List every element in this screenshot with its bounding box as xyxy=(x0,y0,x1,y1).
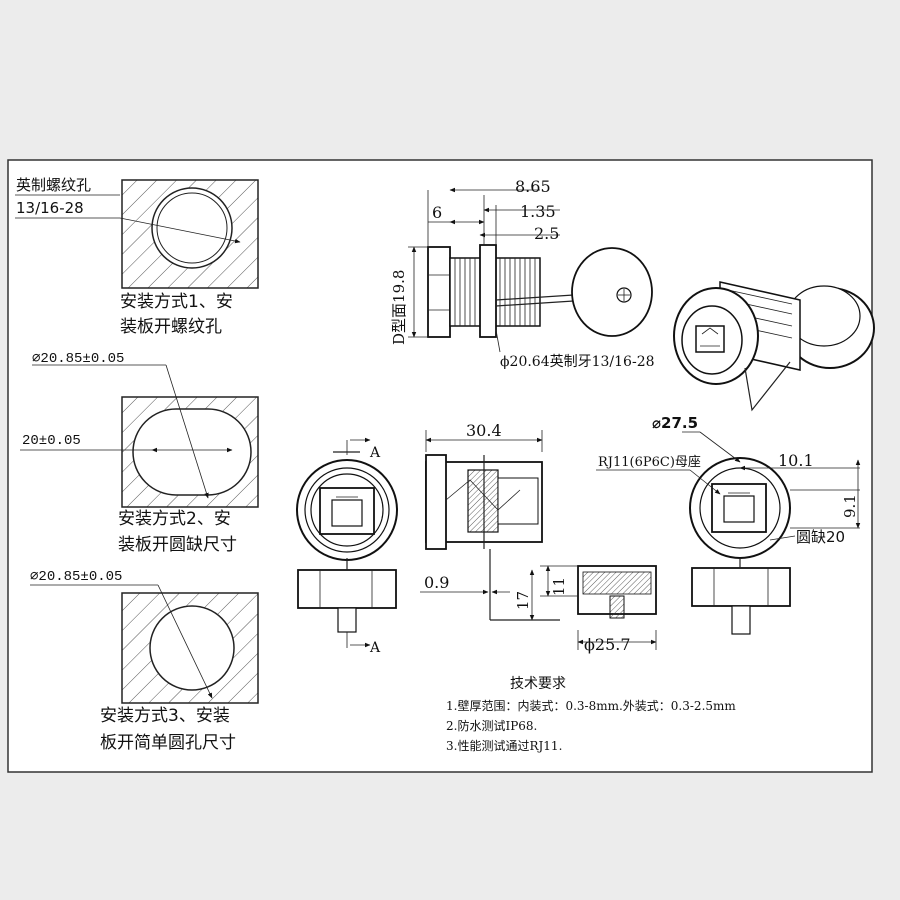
dim-11: 11 xyxy=(550,577,568,596)
tech-item-2: 2.防水测试IP68. xyxy=(446,718,537,733)
section-mark-a-bottom: A xyxy=(369,640,381,656)
simple-hole xyxy=(149,605,235,691)
mount-method-2: ⌀20.85±0.05 20±0.05 安装方式2、安 装板开圆缺尺寸 xyxy=(20,351,259,555)
dim-30-4: 30.4 xyxy=(466,421,502,440)
notch-label: 圆缺20 xyxy=(796,528,845,546)
tech-item-1: 1.壁厚范围：内装式：0.3-8mm.外装式：0.3-2.5mm xyxy=(446,698,736,713)
method2-width: 20±0.05 xyxy=(22,433,81,449)
method2-text-line2: 装板开圆缺尺寸 xyxy=(118,535,237,555)
method1-text-line1: 安装方式1、安 xyxy=(120,292,233,312)
dim-0-9: 0.9 xyxy=(424,573,449,592)
rj11-jack-rear xyxy=(711,483,767,533)
notched-hole xyxy=(132,408,252,496)
method2-text-line1: 安装方式2、安 xyxy=(118,509,231,529)
thread-hole xyxy=(151,187,233,269)
d-face-dimension: D型面19.8 xyxy=(390,270,408,345)
dim-10-1: 10.1 xyxy=(778,451,814,470)
dust-cap xyxy=(571,247,653,337)
dim-27-5: ⌀27.5 xyxy=(652,414,698,432)
dim-2-5: 2.5 xyxy=(534,224,559,243)
cap-bottom xyxy=(297,569,397,609)
thread-lines xyxy=(454,258,536,326)
rj11-label: RJ11(6P6C)母座 xyxy=(598,455,701,470)
thread-spec-label: ϕ20.64英制牙13/16-28 xyxy=(500,353,655,370)
tech-item-3: 3.性能测试通过RJ11. xyxy=(446,738,562,753)
method3-text-line2: 板开简单圆孔尺寸 xyxy=(100,733,236,753)
thread-hole-title: 英制螺纹孔 xyxy=(16,176,91,194)
method1-text-line2: 装板开螺纹孔 xyxy=(120,317,222,337)
dim-8-65: 8.65 xyxy=(515,177,551,196)
tech-requirements: 技术要求 1.壁厚范围：内装式：0.3-8mm.外装式：0.3-2.5mm 2.… xyxy=(446,676,736,753)
section-view: 30.4 0.9 17 11 ϕ25.7 xyxy=(420,421,657,654)
section-mark-a-top: A xyxy=(369,445,381,461)
thread-hole-spec: 13/16-28 xyxy=(16,199,84,217)
mount-method-1: 英制螺纹孔 13/16-28 安装方式1、安 装板开螺纹孔 xyxy=(15,176,259,337)
tech-title: 技术要求 xyxy=(510,676,566,692)
method2-diameter: ⌀20.85±0.05 xyxy=(32,351,124,367)
iso-view xyxy=(673,281,875,412)
dim-17: 17 xyxy=(514,591,532,610)
method3-diameter: ⌀20.85±0.05 xyxy=(30,569,122,585)
method3-text-line1: 安装方式3、安装 xyxy=(100,706,230,726)
dim-6: 6 xyxy=(432,203,442,222)
dim-25-7: ϕ25.7 xyxy=(584,635,631,654)
rear-view: ⌀27.5 RJ11(6P6C)母座 10.1 9.1 圆缺20 xyxy=(596,414,861,635)
dim-1-35: 1.35 xyxy=(520,202,556,221)
front-view: A A xyxy=(296,437,398,656)
thread-hole-inner xyxy=(156,192,228,264)
dim-9-1: 9.1 xyxy=(841,494,859,518)
side-view: 8.65 6 1.35 2.5 D型面19.8 ϕ20.64英制牙13/16-2… xyxy=(390,177,655,370)
mount-method-3: ⌀20.85±0.05 安装方式3、安装 板开简单圆孔尺寸 xyxy=(30,569,259,753)
